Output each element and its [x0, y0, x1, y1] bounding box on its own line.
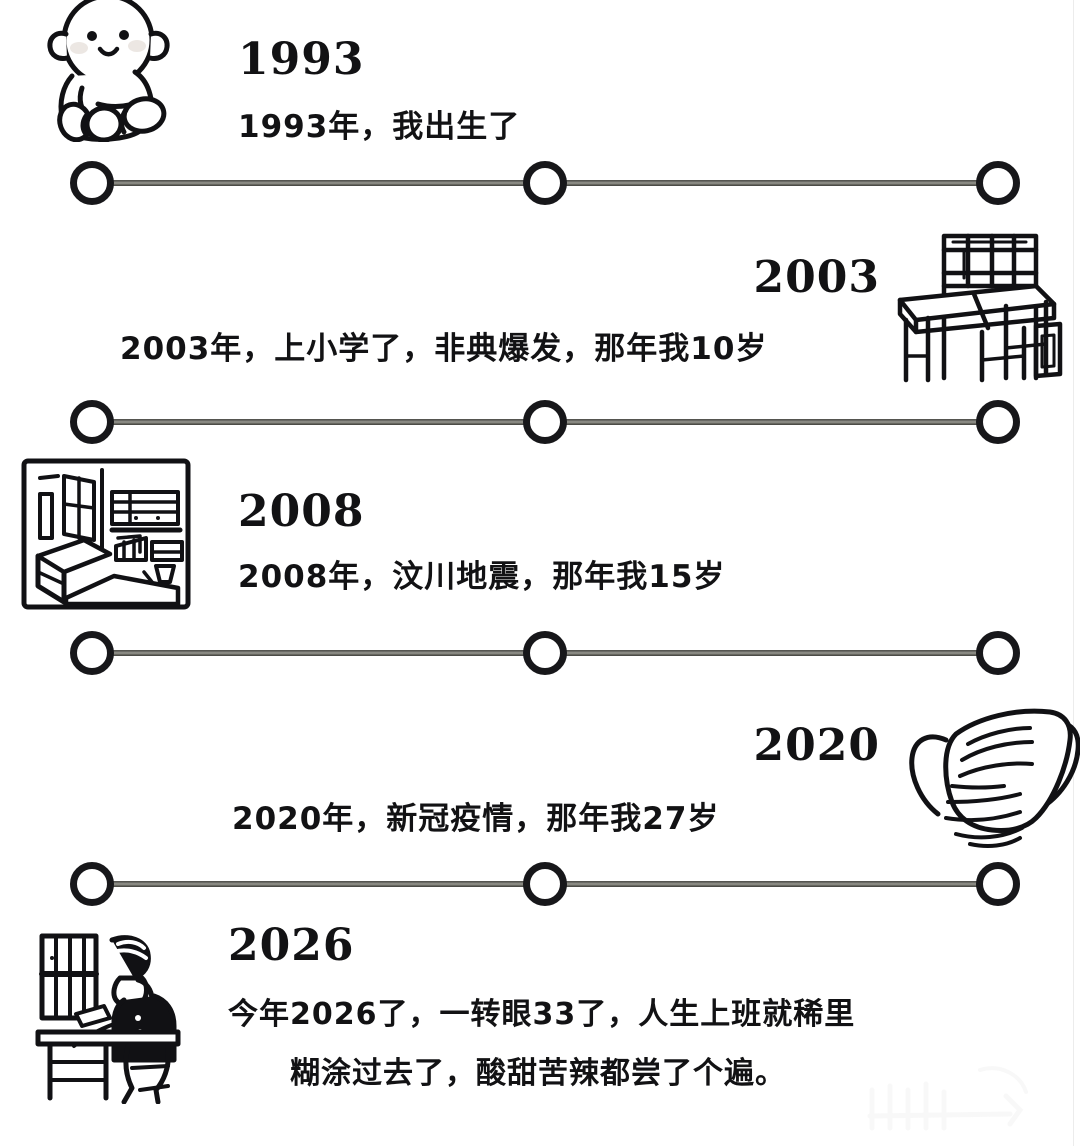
entry-1993-text: 1993 1993年，我出生了 — [238, 38, 520, 151]
timeline-node[interactable] — [976, 631, 1020, 675]
description-2026-line-2: 糊涂过去了，酸甜苦辣都尝了个遍。 — [290, 1056, 786, 1091]
year-label-2026: 2026 — [228, 920, 355, 971]
year-label-2020: 2020 — [753, 720, 880, 771]
entry-2008-text: 2008 2008年，汶川地震，那年我15岁 — [238, 490, 725, 601]
timeline-node[interactable] — [976, 161, 1020, 205]
entry-2003-text: 2003 2003年，上小学了，非典爆发，那年我10岁 — [120, 256, 880, 373]
person-at-desk-icon — [28, 922, 200, 1104]
description-2008: 2008年，汶川地震，那年我15岁 — [238, 559, 726, 595]
baby-icon — [22, 0, 192, 142]
timeline-node[interactable] — [976, 400, 1020, 444]
page-edge-rule — [1073, 0, 1074, 1146]
timeline-rail-2 — [70, 400, 1020, 444]
school-desk-icon — [886, 228, 1066, 388]
timeline-node[interactable] — [70, 862, 114, 906]
timeline-rail-3 — [70, 631, 1020, 675]
timeline-node[interactable] — [523, 631, 567, 675]
damaged-room-icon — [18, 456, 194, 612]
entry-2026-text: 2026 今年2026了，一转眼33了，人生上班就稀里 糊涂过去了，酸甜苦辣都尝… — [228, 924, 855, 1096]
face-mask-icon — [898, 700, 1080, 862]
timeline-node[interactable] — [976, 862, 1020, 906]
description-2020: 2020年，新冠疫情，那年我27岁 — [232, 801, 720, 837]
timeline-node[interactable] — [523, 400, 567, 444]
timeline-rail-1 — [70, 161, 1020, 205]
year-label-2008: 2008 — [238, 486, 365, 537]
timeline-node[interactable] — [70, 400, 114, 444]
timeline-node[interactable] — [523, 161, 567, 205]
timeline-node[interactable] — [70, 161, 114, 205]
timeline-rail-4 — [70, 862, 1020, 906]
timeline-node[interactable] — [523, 862, 567, 906]
timeline-node[interactable] — [70, 631, 114, 675]
description-1993: 1993年，我出生了 — [238, 109, 521, 145]
description-2026-line-1: 今年2026了，一转眼33了，人生上班就稀里 — [228, 997, 856, 1032]
year-label-2003: 2003 — [753, 252, 880, 303]
entry-2020-text: 2020 2020年，新冠疫情，那年我27岁 — [180, 724, 880, 843]
watermark — [860, 1062, 1070, 1140]
description-2003: 2003年，上小学了，非典爆发，那年我10岁 — [120, 331, 768, 367]
year-label-1993: 1993 — [238, 34, 365, 85]
